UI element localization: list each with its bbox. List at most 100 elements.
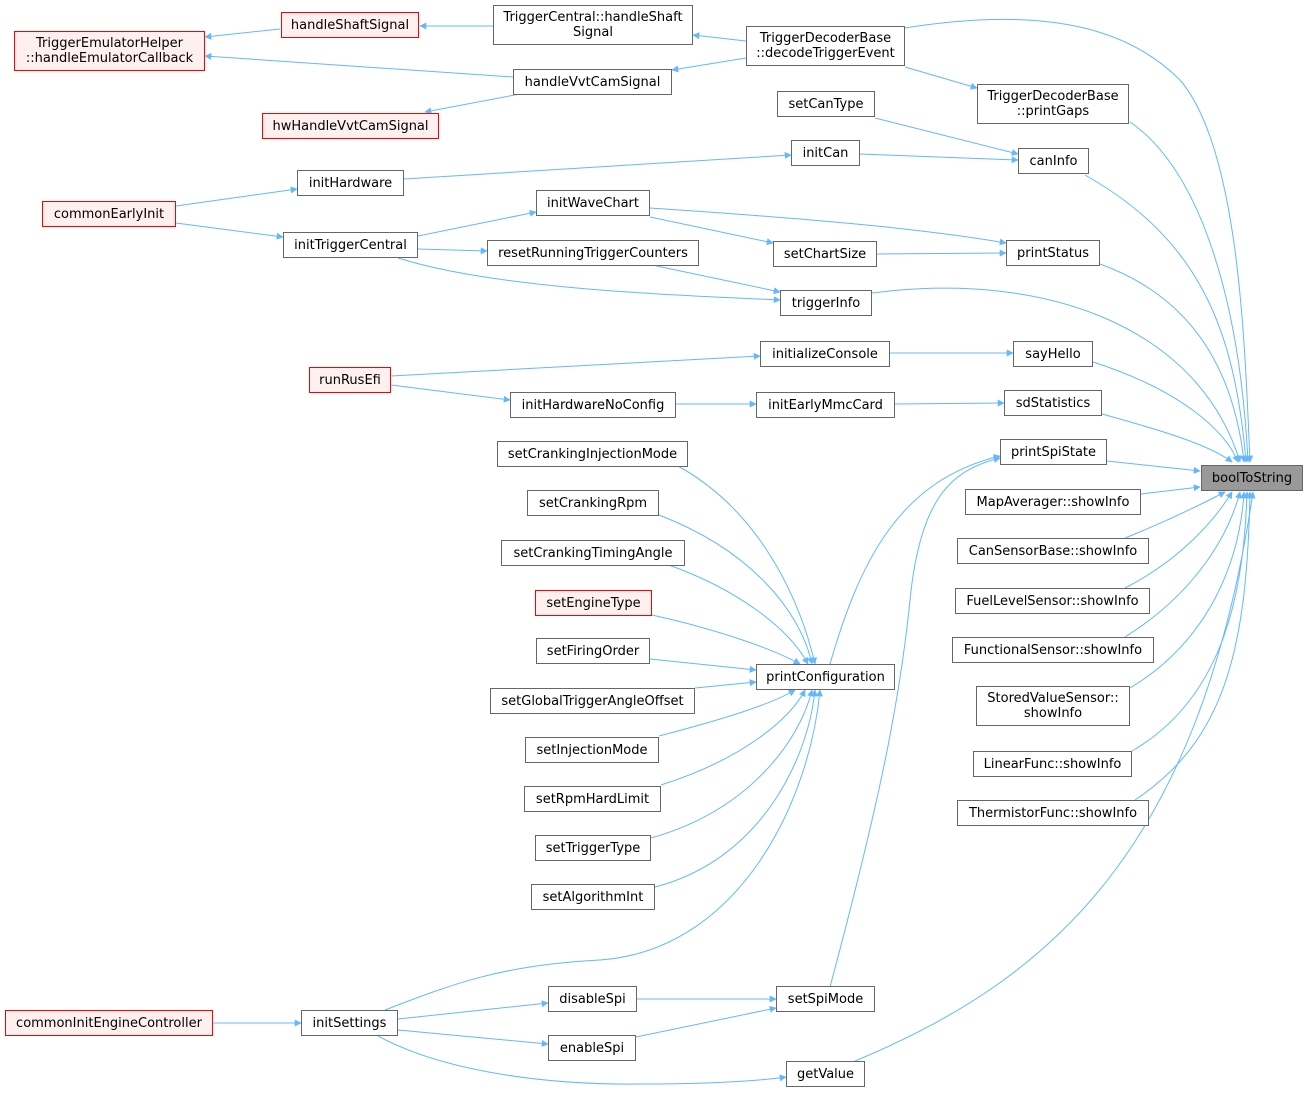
- edge-disableSpi-initSettings: [397, 1000, 549, 1020]
- edge-setChartSize-initWaveChart: [649, 216, 774, 246]
- node-fuel-level-sensor-show-info[interactable]: FuelLevelSensor::showInfo: [955, 588, 1150, 614]
- edge-canInfo-setCanType: [874, 117, 1019, 156]
- node-initialize-console[interactable]: initializeConsole: [760, 341, 890, 367]
- edge-decode-triggerCentral: [692, 32, 747, 42]
- edge-printConfig-setAlgorithmInt: [654, 689, 818, 888]
- node-disable-spi[interactable]: disableSpi: [548, 986, 637, 1012]
- node-init-wave-chart[interactable]: initWaveChart: [536, 190, 650, 216]
- edge-printConfig-setEngineType: [651, 614, 801, 665]
- node-enable-spi[interactable]: enableSpi: [548, 1035, 636, 1061]
- node-init-early-mmc-card[interactable]: initEarlyMmcCard: [756, 392, 895, 418]
- node-set-injection-mode[interactable]: setInjectionMode: [525, 737, 659, 763]
- node-init-trigger-central[interactable]: initTriggerCentral: [283, 232, 418, 258]
- node-init-settings[interactable]: initSettings: [301, 1010, 398, 1036]
- edge-printConfig-setCrankingInjectionMode: [675, 464, 817, 665]
- node-thermistor-func-show-info[interactable]: ThermistorFunc::showInfo: [957, 800, 1149, 826]
- edge-fuelLevel-boolToString: [1124, 491, 1233, 589]
- edge-thermistor-boolToString: [1134, 491, 1254, 801]
- node-stored-value-sensor-show-info[interactable]: StoredValueSensor:: showInfo: [976, 686, 1130, 726]
- node-set-rpm-hard-limit[interactable]: setRpmHardLimit: [524, 786, 661, 812]
- node-sd-statistics[interactable]: sdStatistics: [1004, 390, 1102, 416]
- node-say-hello[interactable]: sayHello: [1013, 341, 1093, 367]
- edge-printConfig-setRpmHardLimit: [660, 689, 806, 786]
- edge-sdStatistics-initEarlyMmc: [894, 399, 1005, 407]
- node-init-can[interactable]: initCan: [791, 140, 860, 166]
- edge-printConfig-initSettings: [384, 689, 823, 1011]
- node-init-hardware-no-config[interactable]: initHardwareNoConfig: [510, 392, 676, 418]
- node-map-averager-show-info[interactable]: MapAverager::showInfo: [965, 489, 1141, 515]
- edge-handleShaftSignal-emulator: [204, 28, 281, 40]
- node-trigger-info[interactable]: triggerInfo: [780, 290, 872, 316]
- edge-triggerInfo-initTrigger: [397, 257, 781, 304]
- node-get-value[interactable]: getValue: [786, 1061, 865, 1087]
- node-set-cranking-rpm[interactable]: setCrankingRpm: [527, 490, 659, 516]
- node-set-spi-mode[interactable]: setSpiMode: [776, 986, 875, 1012]
- edge-printConfig-setTriggerType: [650, 689, 814, 839]
- edge-initHardware-commonEarly: [175, 186, 298, 207]
- edge-initTrigger-commonEarly: [175, 222, 284, 240]
- edge-reset-initTrigger: [417, 247, 488, 255]
- node-set-can-type[interactable]: setCanType: [777, 91, 875, 117]
- node-handle-shaft-signal[interactable]: handleShaftSignal: [281, 12, 419, 38]
- edge-printSpiState-printConfig: [829, 454, 1001, 665]
- node-set-chart-size[interactable]: setChartSize: [773, 241, 877, 267]
- edge-sdStatistics-boolToString: [1101, 413, 1233, 463]
- edge-triggerInfo-boolToString: [871, 287, 1242, 463]
- edge-printConfig-setInjectionMode: [658, 689, 796, 737]
- edge-printGaps-boolToString: [1129, 121, 1252, 463]
- node-can-info[interactable]: canInfo: [1018, 148, 1089, 174]
- edge-printStatus-setChartSize: [876, 249, 1007, 257]
- edge-printStatus-initWaveChart: [649, 207, 1007, 246]
- edge-getValue-boolToString: [854, 491, 1256, 1062]
- node-set-cranking-timing-angle[interactable]: setCrankingTimingAngle: [501, 540, 685, 566]
- node-print-spi-state[interactable]: printSpiState: [1000, 439, 1107, 465]
- node-reset-running-trigger-counters[interactable]: resetRunningTriggerCounters: [487, 240, 699, 266]
- edge-enableSpi-initSettings: [397, 1029, 549, 1047]
- node-set-cranking-injection-mode[interactable]: setCrankingInjectionMode: [497, 441, 688, 467]
- edge-getValue-initSettings: [377, 1035, 787, 1085]
- edge-triggerInfo-reset: [651, 264, 781, 295]
- node-init-hardware[interactable]: initHardware: [297, 170, 404, 196]
- node-set-global-trigger-angle-offset[interactable]: setGlobalTriggerAngleOffset: [490, 688, 695, 714]
- edge-printSpiState-setSpiMode: [829, 456, 1001, 988]
- node-hw-handle-vvt-cam-signal[interactable]: hwHandleVvtCamSignal: [262, 113, 439, 139]
- node-set-firing-order[interactable]: setFiringOrder: [536, 638, 650, 664]
- node-can-sensor-base-show-info[interactable]: CanSensorBase::showInfo: [957, 538, 1149, 564]
- edge-initWaveChart-initTrigger: [417, 209, 537, 237]
- edge-functional-boolToString: [1124, 491, 1242, 638]
- node-run-rus-efi[interactable]: runRusEfi: [309, 367, 391, 393]
- edge-initializeConsole-runRusEfi: [390, 352, 761, 377]
- edge-printStatus-boolToString: [1099, 263, 1247, 463]
- edge-mapAverager-boolToString: [1140, 484, 1201, 495]
- node-print-configuration[interactable]: printConfiguration: [756, 664, 895, 690]
- edge-initCan-initHardware: [403, 151, 792, 180]
- edge-decodeTriggerEvent-boolToString: [904, 18, 1254, 463]
- node-print-gaps[interactable]: TriggerDecoderBase ::printGaps: [977, 84, 1129, 124]
- node-trigger-central-handle-shaft[interactable]: TriggerCentral::handleShaft Signal: [493, 5, 693, 45]
- edge-handleVvt-emulator: [204, 52, 514, 78]
- node-common-early-init[interactable]: commonEarlyInit: [42, 201, 176, 227]
- node-decode-trigger-event[interactable]: TriggerDecoderBase ::decodeTriggerEvent: [746, 26, 905, 66]
- edge-canInfo-boolToString: [1084, 174, 1249, 463]
- node-handle-vvt-cam-signal[interactable]: handleVvtCamSignal: [513, 69, 672, 95]
- node-linear-func-show-info[interactable]: LinearFunc::showInfo: [973, 751, 1132, 777]
- edge-decode-handleVvt: [671, 57, 747, 73]
- node-set-engine-type[interactable]: setEngineType: [535, 590, 652, 616]
- edge-printSpiState-boolToString: [1106, 460, 1201, 474]
- node-boolToString: boolToString: [1201, 465, 1303, 491]
- edge-printConfig-setGlobalTrigger: [694, 679, 757, 689]
- edge-printConfig-setFiringOrder: [649, 658, 757, 673]
- edge-linearFunc-boolToString: [1131, 491, 1251, 752]
- node-trigger-emulator-helper[interactable]: TriggerEmulatorHelper ::handleEmulatorCa…: [14, 31, 205, 71]
- edge-handleVvt-hwHandle: [424, 93, 521, 115]
- node-print-status[interactable]: printStatus: [1006, 240, 1100, 266]
- edge-printGaps-decode: [904, 66, 978, 90]
- edge-sayHello-boolToString: [1092, 361, 1239, 463]
- edge-initHwNoConfig-runRusEfi: [390, 384, 511, 403]
- node-common-init-engine-controller[interactable]: commonInitEngineController: [5, 1010, 213, 1036]
- edge-setSpiMode-enableSpi: [635, 1005, 777, 1038]
- node-set-algorithm-int[interactable]: setAlgorithmInt: [531, 884, 655, 910]
- node-set-trigger-type[interactable]: setTriggerType: [535, 835, 651, 861]
- node-functional-sensor-show-info[interactable]: FunctionalSensor::showInfo: [952, 637, 1154, 663]
